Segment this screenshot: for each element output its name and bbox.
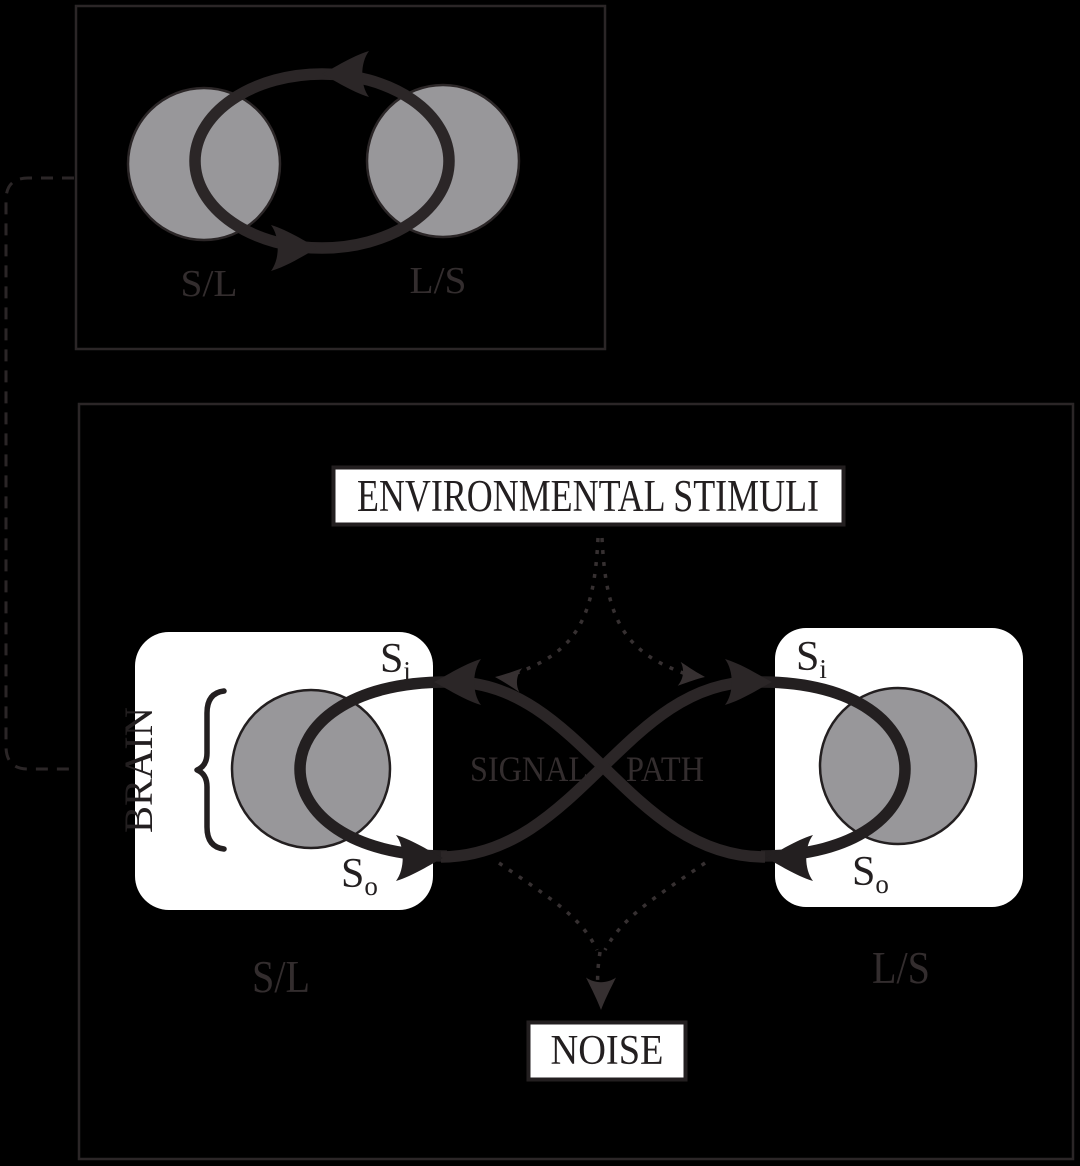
- left-so-arrowhead-icon: [396, 835, 443, 881]
- noise-arrowhead-icon: [586, 977, 616, 1010]
- top-right-circle-label: L/S: [410, 260, 467, 302]
- top-left-circle: [126, 86, 282, 242]
- right-unit-label: L/S: [872, 942, 930, 993]
- top-panel: S/L L/S: [74, 4, 607, 351]
- bottom-panel-border: [77, 402, 1075, 1161]
- top-panel-border: [74, 4, 607, 351]
- top-left-circle-label: S/L: [181, 263, 238, 305]
- brain-label: BRAIN: [116, 707, 161, 833]
- noise-stem-dotted: [595, 951, 602, 991]
- panel-link-dashed-line: [4, 176, 75, 771]
- left-unit-circle: [230, 688, 392, 850]
- signal-path-right-to-left: [452, 676, 766, 863]
- noise-box: [526, 1020, 688, 1082]
- noise-feed-left-dotted: [498, 861, 599, 951]
- loop-arrowhead-bottom-right-icon: [271, 225, 318, 271]
- right-unit-internal-arc: [760, 676, 911, 862]
- top-right-circle: [365, 83, 521, 239]
- right-si-arrowhead-icon: [725, 659, 772, 705]
- path-word: PATH: [626, 749, 704, 789]
- left-unit-label: S/L: [252, 951, 310, 1002]
- signal-word: SIGNAL: [470, 749, 588, 789]
- left-unit-internal-arc: [294, 676, 448, 862]
- stimuli-feed-left-dotted: [513, 537, 600, 676]
- loop-arrowhead-top-left-icon: [322, 51, 369, 97]
- left-si-label: Si: [380, 636, 411, 686]
- noise-label: NOISE: [551, 1028, 664, 1074]
- left-si-arrowhead-icon: [434, 659, 481, 705]
- right-so-label: So: [852, 849, 889, 899]
- noise-feed-right-dotted: [603, 861, 706, 951]
- bottom-panel: ENVIRONMENTAL STIMULI BRAIN SIGNAL PATH: [77, 402, 1075, 1161]
- stimuli-label: ENVIRONMENTAL STIMULI: [357, 471, 819, 521]
- stimuli-left-arrowhead-icon: [495, 668, 523, 693]
- right-so-arrowhead-icon: [766, 835, 813, 881]
- stimuli-feed-right-dotted: [600, 537, 687, 676]
- brain-brace-icon: [194, 688, 227, 852]
- right-si-label: Si: [796, 634, 827, 684]
- right-unit-circle: [818, 686, 978, 846]
- stimuli-right-arrowhead-icon: [677, 661, 705, 686]
- stimuli-box: [331, 465, 846, 527]
- left-so-label: So: [341, 851, 378, 901]
